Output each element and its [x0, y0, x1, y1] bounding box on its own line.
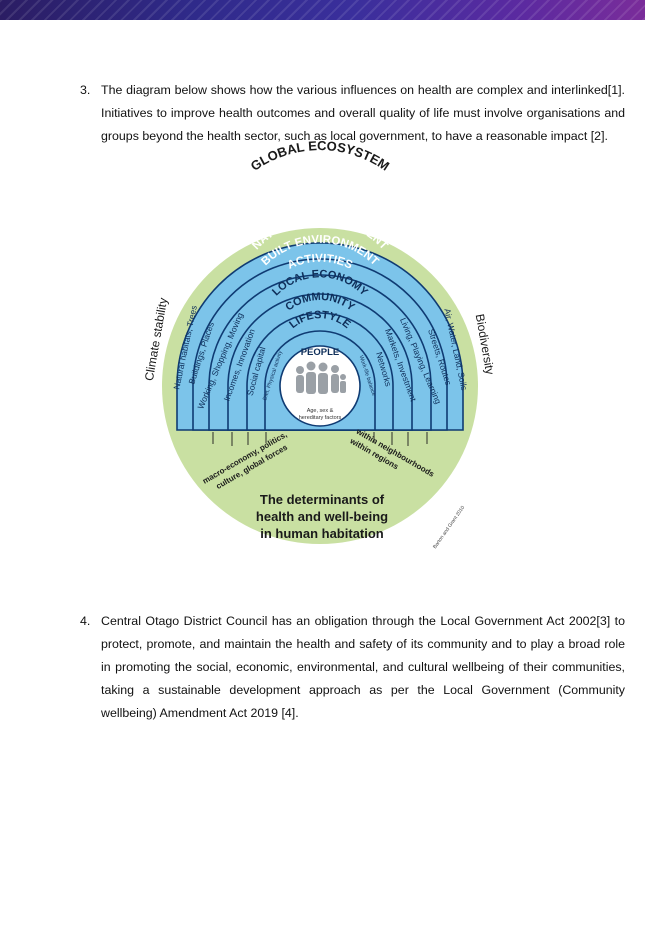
global-ecosystem-label: GLOBAL ECOSYSTEM — [248, 138, 392, 174]
paragraph-text: Central Otago District Council has an ob… — [101, 614, 625, 720]
paragraph-text: The diagram below shows how the various … — [101, 83, 625, 143]
people-caption-2: hereditary factors — [299, 415, 342, 421]
paragraph-number: 3. — [80, 83, 91, 97]
diagram-title-line-3: in human habitation — [260, 526, 384, 541]
paragraph-4: 4. Central Otago District Council has an… — [80, 610, 625, 725]
people-caption-1: Age, sex & — [307, 408, 334, 414]
header-band — [0, 0, 645, 20]
diagram-title-line-2: health and well-being — [256, 509, 388, 524]
influence-arrows — [212, 432, 428, 446]
people-label: PEOPLE — [301, 347, 340, 358]
paragraph-number: 4. — [80, 614, 91, 628]
diagram-title-line-1: The determinants of — [260, 492, 385, 507]
diagram-credit: Barton and Grant 2010 — [432, 505, 466, 550]
paragraph-3: 3. The diagram below shows how the vario… — [80, 79, 625, 148]
people-figures-icon — [296, 361, 346, 394]
